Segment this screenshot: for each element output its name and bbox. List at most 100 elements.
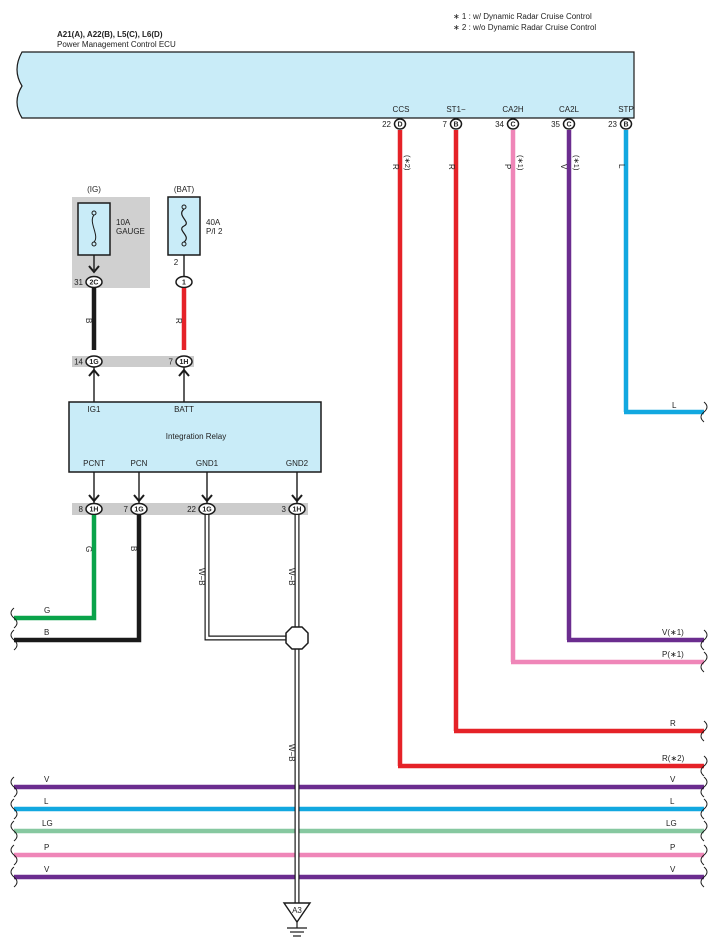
wire-pcn-black — [14, 515, 142, 643]
svg-text:23: 23 — [608, 120, 617, 129]
svg-text:31: 31 — [74, 278, 83, 287]
ground-triangle — [282, 902, 312, 924]
bus-2-right: LG — [666, 819, 677, 828]
wire-note-ca2h: (∗1) — [516, 155, 525, 171]
ground-label: A3 — [292, 906, 302, 915]
relay-out-pin-gnd2: 3 1H — [282, 502, 306, 516]
bus-4-right: V — [670, 865, 676, 874]
integration-relay-box — [68, 401, 322, 473]
bus-0-left: V — [44, 775, 50, 784]
label-g-left: G — [44, 606, 50, 615]
label-stp-right: L — [672, 401, 677, 410]
svg-text:1G: 1G — [134, 507, 144, 514]
relay-label-pcn: PCN — [131, 459, 148, 468]
relay-input-connector-bar — [72, 356, 194, 367]
ecu-pin-stp: 23 B — [608, 118, 633, 130]
label-b-left: B — [44, 628, 49, 637]
fuse-ig-name: GAUGE — [116, 227, 145, 236]
svg-text:35: 35 — [551, 120, 560, 129]
left-break-marks — [10, 607, 18, 651]
wire-gnd1-wb — [204, 515, 292, 641]
svg-text:2C: 2C — [90, 280, 99, 287]
splice-point — [285, 626, 309, 650]
wire-label-ccs: R — [391, 164, 400, 170]
svg-text:1: 1 — [182, 280, 186, 287]
bus-2-left: LG — [42, 819, 53, 828]
right-break-marks — [700, 401, 708, 777]
svg-text:B: B — [453, 122, 458, 129]
relay-out-pin-pcnt: 8 1H — [79, 502, 103, 516]
bus-break-marks — [10, 776, 708, 888]
relay-label-gnd2: GND2 — [286, 459, 309, 468]
label-ca2l-right: V(∗1) — [662, 628, 684, 637]
wire-label-pcnt: G — [84, 546, 93, 552]
svg-text:C: C — [566, 122, 571, 129]
ecu-pin-ca2h: 34 C — [495, 118, 520, 130]
svg-text:22: 22 — [187, 505, 196, 514]
relay-in-pin-right: 7 1H — [169, 355, 193, 368]
ecu-box — [16, 51, 635, 119]
svg-text:7: 7 — [443, 120, 448, 129]
ecu-pin-ccs: 22 D — [382, 118, 407, 130]
fuse-bat-amp: 40A — [206, 218, 221, 227]
ecu-terminal-ca2h: CA2H — [502, 105, 524, 114]
svg-text:34: 34 — [495, 120, 504, 129]
ecu-terminal-stp: STP — [618, 105, 634, 114]
relay-label-ig1: IG1 — [88, 405, 101, 414]
bus-1-right: L — [670, 797, 675, 806]
wire-label-ground: W−B — [287, 744, 296, 762]
svg-text:C: C — [510, 122, 515, 129]
svg-text:22: 22 — [382, 120, 391, 129]
svg-text:8: 8 — [79, 505, 84, 514]
relay-label-pcnt: PCNT — [83, 459, 105, 468]
wire-label-ca2l: V — [559, 164, 568, 170]
wire-pcnt-green — [14, 515, 97, 621]
bus-lines — [14, 784, 704, 880]
svg-text:7: 7 — [169, 358, 174, 367]
label-ca2h-right: P(∗1) — [662, 650, 684, 659]
ecu-connector-codes: A21(A), A22(B), L5(C), L6(D) — [57, 30, 163, 39]
fuse-bat-terminal: 2 — [174, 258, 179, 267]
relay-output-connector-bar — [72, 503, 308, 515]
wire-label-gnd2: W−B — [287, 568, 296, 586]
ecu-pin-st1: 7 B — [443, 118, 463, 130]
fuse-ig-amp: 10A — [116, 218, 131, 227]
svg-text:B: B — [623, 122, 628, 129]
relay-label-gnd1: GND1 — [196, 459, 219, 468]
svg-text:3: 3 — [282, 505, 287, 514]
svg-text:7: 7 — [124, 505, 129, 514]
relay-in-pin-left: 14 1G — [74, 355, 103, 368]
wire-label-pcn: B — [129, 546, 138, 551]
wire-label-ig: B — [84, 318, 93, 323]
label-ccs-right: R(∗2) — [662, 754, 685, 763]
svg-text:1H: 1H — [180, 359, 189, 366]
ecu-name: Power Management Control ECU — [57, 40, 176, 49]
wire-label-ca2h: P — [503, 164, 512, 169]
fuse-bat-pin: 1 — [175, 275, 193, 289]
svg-text:D: D — [397, 122, 402, 129]
wire-label-stp: L — [617, 164, 626, 169]
bus-4-left: V — [44, 865, 50, 874]
wire-label-gnd1: W−B — [197, 568, 206, 586]
relay-out-pin-pcn: 7 1G — [124, 502, 148, 516]
wire-note-ccs: (∗2) — [403, 155, 412, 171]
ecu-pin-ca2l: 35 C — [551, 118, 576, 130]
relay-name: Integration Relay — [166, 432, 226, 441]
ecu-terminal-ccs: CCS — [393, 105, 410, 114]
wire-label-bat: R — [174, 318, 183, 324]
fuse-ig-title: (IG) — [87, 185, 101, 194]
fuse-bat-name: P/I 2 — [206, 227, 223, 236]
fuse-ig-icon — [91, 210, 97, 247]
svg-text:14: 14 — [74, 358, 83, 367]
ecu-terminal-st1: ST1− — [446, 105, 466, 114]
relay-label-batt: BATT — [174, 405, 194, 414]
bus-0-right: V — [670, 775, 676, 784]
fuse-bat-title: (BAT) — [174, 185, 195, 194]
wire-label-st1: R — [447, 164, 456, 170]
relay-out-pin-gnd1: 22 1G — [187, 502, 216, 516]
bus-3-right: P — [670, 843, 675, 852]
bus-3-left: P — [44, 843, 49, 852]
note-2: ∗ 2 : w/o Dynamic Radar Cruise Control — [453, 23, 596, 32]
wire-note-ca2l: (∗1) — [572, 155, 581, 171]
